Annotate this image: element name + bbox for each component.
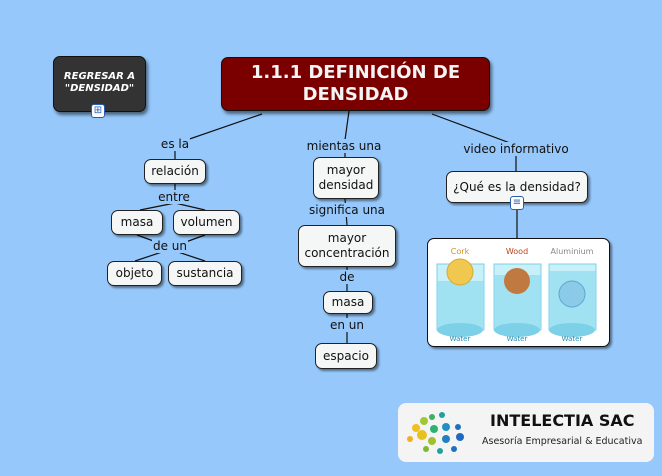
- brain-network-icon: [407, 412, 464, 454]
- node-line: concentración: [304, 246, 390, 260]
- concept-mayor-densidad[interactable]: mayor densidad: [313, 157, 379, 199]
- link-label: de un: [151, 239, 189, 253]
- node-line: mayor: [327, 231, 367, 245]
- node-line: densidad: [318, 178, 374, 192]
- back-line1: REGRESAR A: [63, 71, 136, 82]
- concept-masa[interactable]: masa: [111, 210, 163, 235]
- concept-objeto[interactable]: objeto: [107, 261, 162, 286]
- logo-tagline: Asesoría Empresarial & Educativa: [482, 436, 643, 447]
- main-concept-title: 1.1.1 DEFINICIÓN DE DENSIDAD: [221, 57, 490, 111]
- back-to-densidad-button[interactable]: REGRESAR A "DENSIDAD": [53, 56, 146, 112]
- back-line2: "DENSIDAD": [64, 83, 135, 94]
- concept-que-es-la-densidad[interactable]: ¿Qué es la densidad?: [446, 171, 588, 203]
- link-label: video informativo: [462, 142, 570, 156]
- label-water: Water: [562, 335, 583, 343]
- link-label: entre: [157, 190, 191, 204]
- density-image[interactable]: Cork Wood Aluminium Water Water Water: [427, 238, 610, 347]
- label-water: Water: [450, 335, 471, 343]
- concept-mayor-concentracion[interactable]: mayor concentración: [298, 225, 396, 267]
- label-aluminium: Aluminium: [551, 247, 594, 256]
- concept-espacio[interactable]: espacio: [315, 343, 377, 369]
- link-label: en un: [328, 318, 366, 332]
- document-link-icon[interactable]: ≡: [510, 196, 524, 210]
- logo-company-name: INTELECTIA SAC: [490, 411, 635, 430]
- concept-map-link-icon[interactable]: ⊞: [91, 104, 105, 118]
- link-label: de: [338, 270, 356, 284]
- concept-volumen[interactable]: volumen: [173, 210, 240, 235]
- node-line: mayor: [326, 163, 366, 177]
- link-label: es la: [159, 137, 191, 151]
- label-water: Water: [507, 335, 528, 343]
- intelectia-logo: INTELECTIA SAC Asesoría Empresarial & Ed…: [398, 403, 654, 462]
- concept-relacion[interactable]: relación: [144, 159, 206, 184]
- concept-masa-2[interactable]: masa: [323, 291, 373, 314]
- label-cork: Cork: [451, 247, 470, 256]
- concept-sustancia[interactable]: sustancia: [168, 261, 242, 286]
- link-label: significa una: [307, 203, 387, 217]
- label-wood: Wood: [506, 247, 528, 256]
- link-label: mientas una: [305, 139, 383, 153]
- density-cylinders-illustration: Cork Wood Aluminium Water Water Water: [436, 247, 597, 343]
